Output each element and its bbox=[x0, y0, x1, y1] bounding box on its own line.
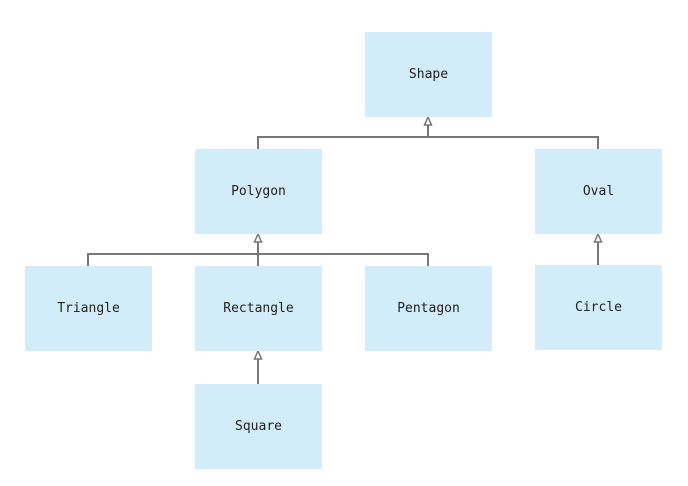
node-label-square: Square bbox=[235, 419, 282, 434]
connector-polygon-to-shape bbox=[257, 136, 599, 149]
node-label-rectangle: Rectangle bbox=[223, 301, 294, 316]
inheritance-arrowhead-rectangle bbox=[253, 349, 263, 360]
node-label-pentagon: Pentagon bbox=[397, 301, 460, 316]
node-label-triangle: Triangle bbox=[57, 301, 120, 316]
node-rectangle: Rectangle bbox=[195, 266, 322, 351]
node-label-circle: Circle bbox=[575, 300, 622, 315]
inheritance-arrowhead-polygon bbox=[253, 232, 263, 243]
inheritance-arrowhead-shape bbox=[423, 115, 433, 126]
node-shape: Shape bbox=[365, 32, 492, 117]
node-triangle: Triangle bbox=[25, 266, 152, 351]
node-oval: Oval bbox=[535, 149, 662, 234]
node-polygon: Polygon bbox=[195, 149, 322, 234]
node-label-oval: Oval bbox=[582, 184, 615, 199]
node-circle: Circle bbox=[535, 265, 662, 350]
node-square: Square bbox=[195, 384, 322, 469]
node-label-polygon: Polygon bbox=[231, 184, 286, 199]
node-label-shape: Shape bbox=[408, 67, 449, 82]
node-pentagon: Pentagon bbox=[365, 266, 492, 351]
inheritance-arrowhead-oval bbox=[593, 232, 603, 243]
